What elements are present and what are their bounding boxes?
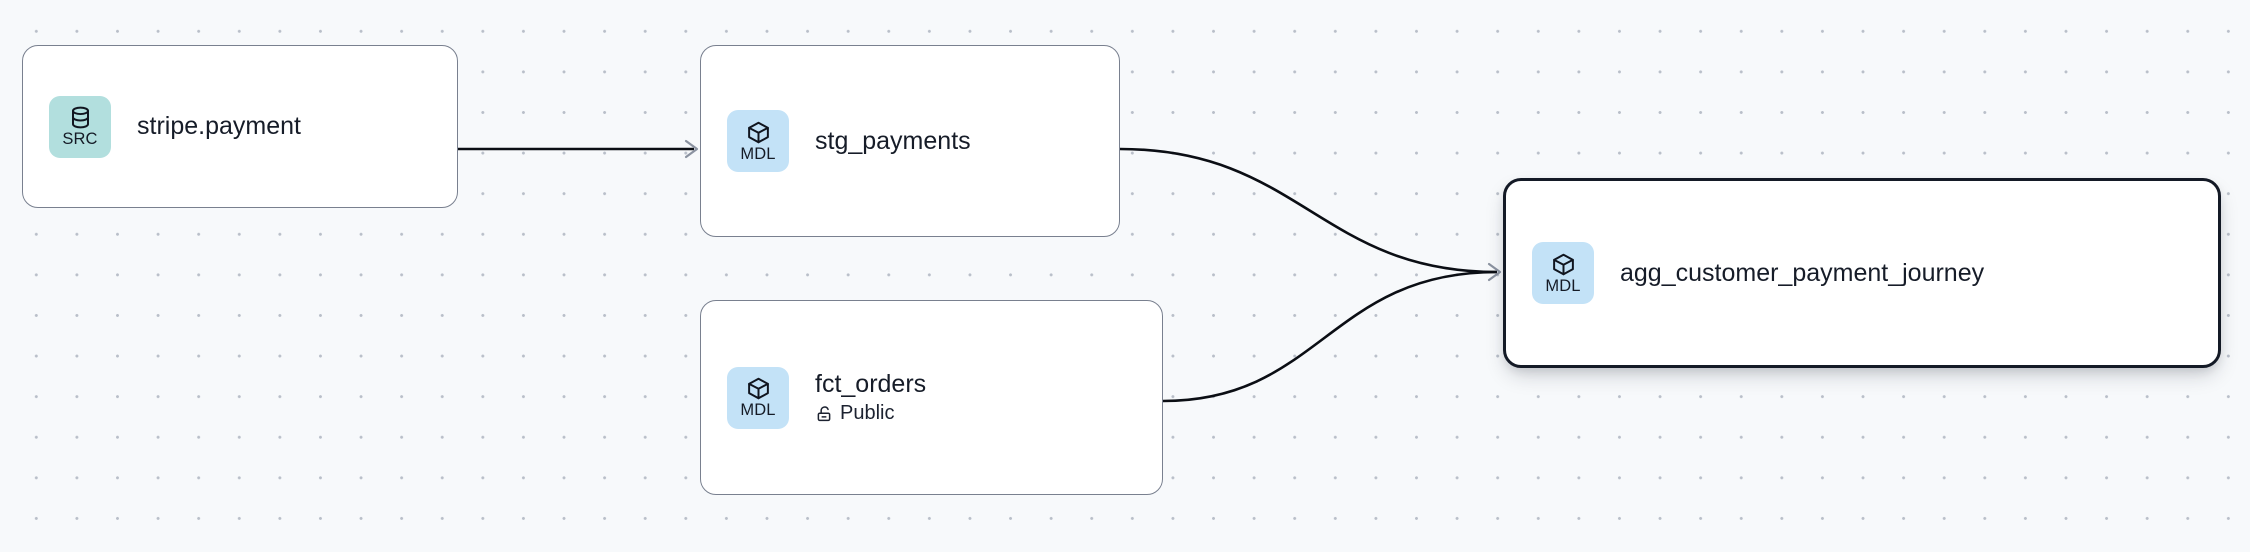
arrow-head-stg-payments [684, 139, 699, 159]
node-visibility: Public [815, 402, 926, 425]
node-badge-src: SRC [49, 95, 111, 158]
unlock-icon [815, 405, 833, 423]
edge-stg-payments-to-agg-journey [1119, 147, 1498, 274]
database-icon [68, 105, 93, 130]
node-body: stripe.payment [137, 112, 301, 141]
node-body: fct_orders Public [815, 370, 926, 426]
node-body: agg_customer_payment_journey [1620, 259, 1984, 288]
node-title: stg_payments [815, 126, 971, 155]
node-badge-label: SRC [62, 130, 98, 149]
node-agg-customer-payment-journey[interactable]: MDL agg_customer_payment_journey [1503, 178, 2221, 368]
cube-icon [746, 376, 771, 401]
arrow-head-agg-journey [1487, 262, 1502, 282]
node-title: agg_customer_payment_journey [1620, 258, 1985, 287]
node-badge-label: MDL [1545, 276, 1581, 295]
node-body: stg_payments [815, 127, 971, 156]
node-stripe-payment[interactable]: SRC stripe.payment [22, 45, 458, 208]
node-badge-mdl: MDL [727, 110, 789, 172]
node-visibility-label: Public [840, 402, 895, 425]
node-badge-label: MDL [740, 144, 776, 163]
node-badge-mdl: MDL [1532, 242, 1594, 304]
edge-fct-orders-to-agg-journey [1162, 270, 1498, 403]
node-stg-payments[interactable]: MDL stg_payments [700, 45, 1120, 237]
node-badge-mdl: MDL [727, 366, 789, 429]
node-title: fct_orders [815, 369, 927, 398]
node-fct-orders[interactable]: MDL fct_orders Public [700, 300, 1163, 495]
cube-icon [1551, 252, 1576, 277]
cube-icon [746, 120, 771, 145]
node-title: stripe.payment [137, 112, 301, 141]
node-badge-label: MDL [740, 401, 776, 420]
